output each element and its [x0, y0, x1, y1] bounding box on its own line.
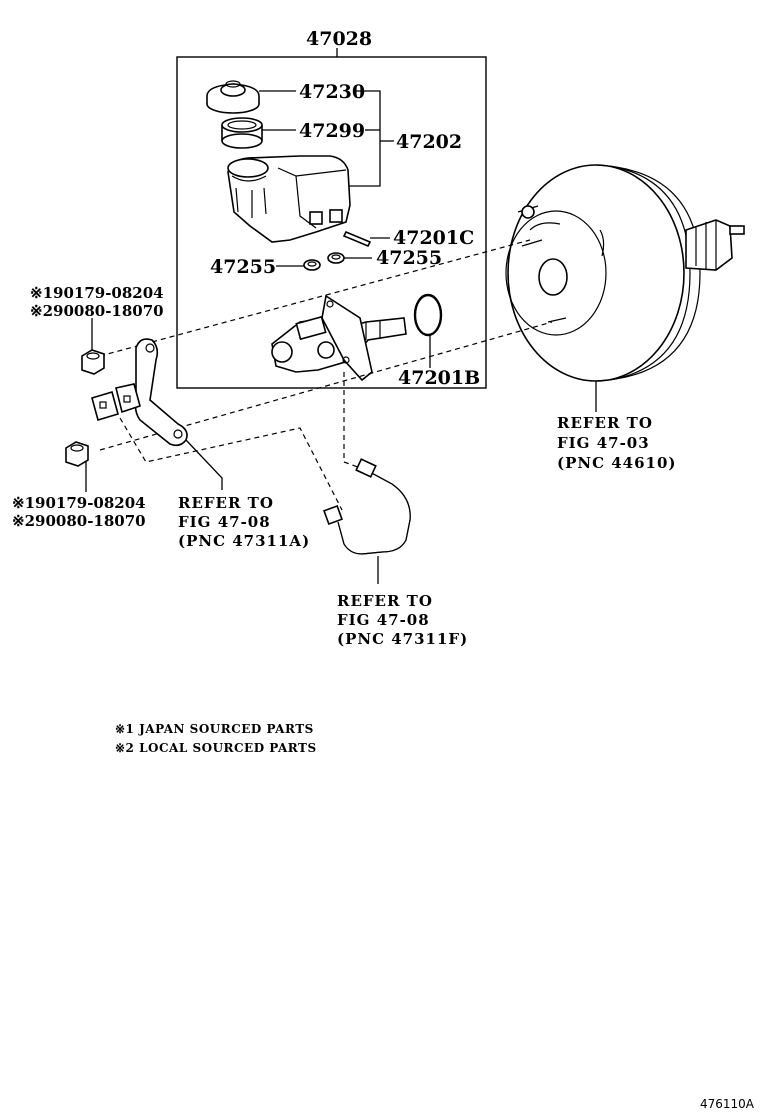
note-local-sourced: ※2 LOCAL SOURCED PARTS: [115, 741, 317, 755]
booster-refer-line1: REFER TO: [557, 414, 653, 432]
nut-lower-line2: ※290080-18070: [12, 512, 146, 530]
nut-lower-illustration: [65, 441, 89, 467]
reservoir-cap-illustration: [206, 80, 260, 114]
assembly-number: 47028: [306, 28, 372, 50]
reservoir-illustration: [227, 155, 351, 243]
nut-upper-illustration: [81, 349, 105, 375]
reservoir-group-bracket: [333, 90, 381, 187]
cap-part-number: 47230: [299, 81, 365, 103]
pin-part-number: 47201C: [393, 227, 474, 249]
o-ring-illustration: [413, 293, 443, 337]
stud-alignment-lower: [99, 321, 553, 451]
nut-upper-line1: ※190179-08204: [30, 284, 164, 302]
booster-refer-line3: (PNC 44610): [557, 454, 677, 472]
nut-lower-line1: ※190179-08204: [12, 494, 146, 512]
tube-refer-line2: FIG 47-08: [337, 611, 430, 629]
figure-code: 476110A: [700, 1097, 755, 1111]
bracket-leader: [185, 439, 223, 490]
reservoir-group-part-number: 47202: [396, 131, 462, 153]
grommet-right-part-number: 47255: [376, 247, 442, 269]
note-japan-sourced: ※1 JAPAN SOURCED PARTS: [115, 722, 314, 736]
master-cylinder-illustration: [271, 294, 407, 382]
bracket-refer-line1: REFER TO: [178, 494, 274, 512]
bracket-alignment: [119, 417, 343, 511]
bracket-illustration: [91, 338, 188, 447]
grommet-left-illustration: [303, 259, 321, 271]
nut-upper-line2: ※290080-18070: [30, 302, 164, 320]
o-ring-part-number: 47201B: [398, 367, 480, 389]
strainer-illustration: [221, 117, 263, 149]
grommet-left-part-number: 47255: [210, 256, 276, 278]
booster-refer-line2: FIG 47-03: [557, 434, 650, 452]
tube-alignment: [343, 372, 367, 471]
bracket-refer-line3: (PNC 47311A): [178, 532, 310, 550]
tube-refer-line1: REFER TO: [337, 592, 433, 610]
tube-refer-line3: (PNC 47311F): [337, 630, 468, 648]
reservoir-pin-illustration: [342, 230, 372, 248]
grommet-right-illustration: [327, 252, 345, 264]
brake-booster-illustration: [505, 164, 745, 382]
bracket-refer-line2: FIG 47-08: [178, 513, 271, 531]
stud-alignment-upper: [99, 239, 531, 357]
strainer-part-number: 47299: [299, 120, 365, 142]
assembly-frame: [176, 56, 487, 389]
brake-tube-illustration: [323, 458, 411, 555]
